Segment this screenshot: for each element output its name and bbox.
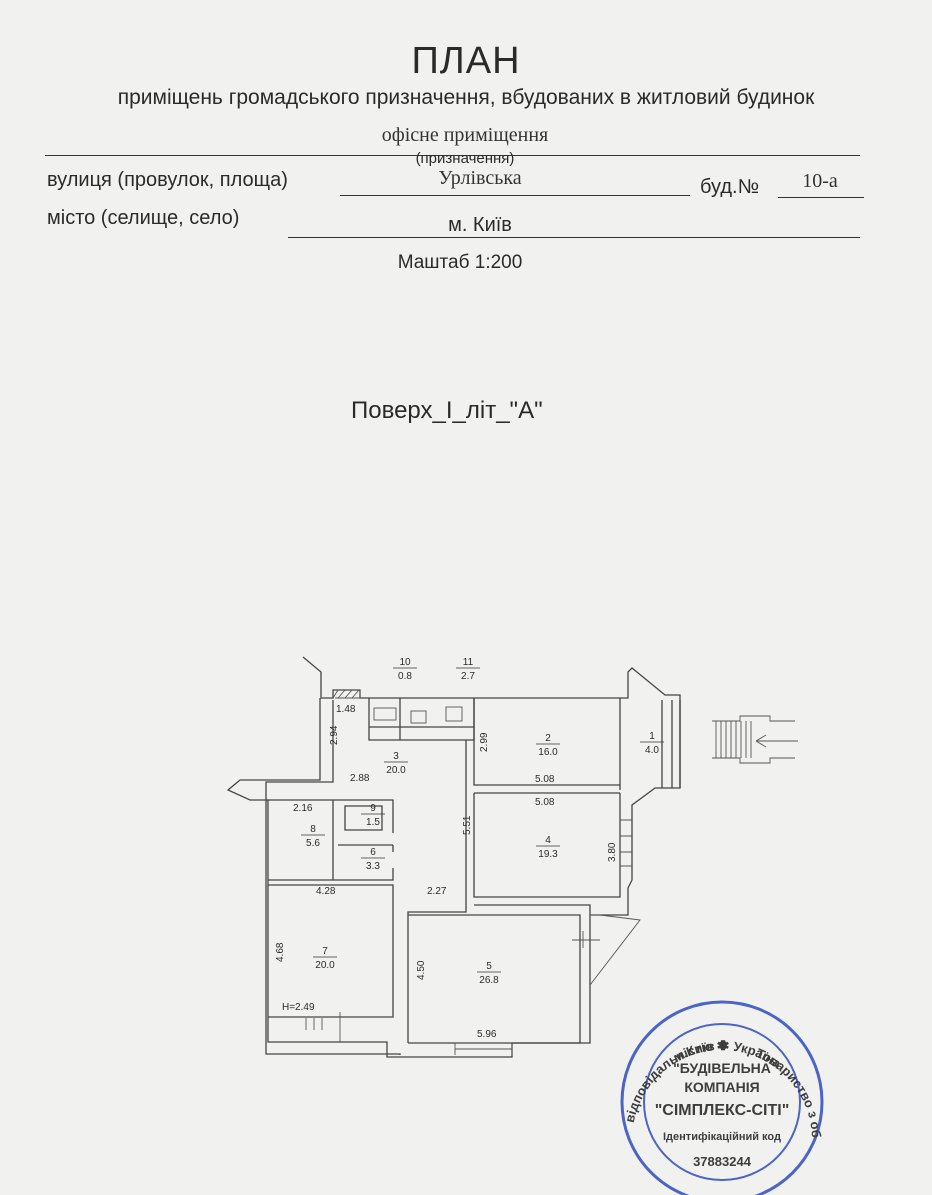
room-7-area: 20.0 [315, 960, 335, 971]
dim-1-48: 1.48 [336, 704, 356, 715]
annex-wall [619, 698, 681, 790]
wc-block [368, 698, 475, 741]
dim-2-88: 2.88 [350, 773, 370, 784]
hatched-wall [332, 689, 361, 699]
document-subtitle: приміщень громадського призначення, вбуд… [117, 86, 815, 109]
stamp-line-5: 37883244 [693, 1154, 752, 1169]
room-9-number: 9 [370, 803, 376, 814]
street-underline [340, 195, 690, 196]
dim-4-50: 4.50 [416, 960, 427, 980]
room-8-area: 5.6 [306, 838, 320, 849]
room-5-wall [408, 914, 581, 1044]
ceiling-height: H=2.49 [282, 1002, 315, 1013]
dim-5-08-b: 5.08 [535, 797, 555, 808]
sink-icon [373, 707, 397, 721]
dim-4-68: 4.68 [275, 942, 286, 962]
room-4-wall [473, 793, 621, 898]
window [454, 1043, 513, 1055]
street-value: Урлівська [438, 167, 522, 189]
purpose-caption: (призначення) [415, 150, 515, 167]
company-stamp: відповідальністю ✱ м.Київ ✱ Україна Това… [0, 0, 824, 1195]
floor-title: Поверх_І_літ_"А" [351, 397, 543, 424]
outer-wall-inner [265, 700, 401, 1055]
dim-2-94: 2.94 [329, 725, 340, 745]
building-underline [778, 197, 864, 198]
room-10-number: 10 [399, 657, 411, 668]
corridor-wall [407, 740, 591, 1043]
stamp-line-4: Ідентифікаційний код [663, 1131, 781, 1143]
purpose-underline [45, 155, 860, 156]
dim-4-28: 4.28 [316, 886, 336, 897]
stamp-line-2: КОМПАНІЯ [684, 1079, 759, 1095]
room-3-number: 3 [393, 751, 399, 762]
street-label: вулиця (провулок, площа) [47, 169, 288, 191]
dim-5-96: 5.96 [477, 1029, 497, 1040]
purpose-value: офісне приміщення [381, 124, 549, 146]
room-9-area: 1.5 [366, 817, 380, 828]
room-4-number: 4 [545, 835, 551, 846]
room-labels: 1 4.0 2 16.0 3 20.0 4 19.3 5 26.8 6 3.3 7 20.0 8 5.6 9 1.… [301, 657, 664, 986]
room-7-number: 7 [322, 946, 328, 957]
room-1-area: 4.0 [645, 745, 659, 756]
svg-text:Товариство з обмеженою: Товариство з обмеженою [0, 0, 824, 1138]
dim-5-08-a: 5.08 [535, 774, 555, 785]
dim-5-51: 5.51 [462, 815, 473, 835]
dim-2-27: 2.27 [427, 886, 447, 897]
dim-3-80: 3.80 [607, 842, 618, 862]
stamp-line-3: "СІМПЛЕКС-СІТІ" [655, 1102, 790, 1119]
sink-icon [445, 706, 463, 722]
room-1-number: 1 [649, 731, 655, 742]
city-label: місто (селище, село) [47, 207, 240, 229]
room-8-number: 8 [310, 824, 316, 835]
toilet-icon [410, 710, 427, 724]
scale-label: Маштаб 1:200 [397, 252, 523, 273]
window [305, 1012, 341, 1042]
room-2-area: 16.0 [538, 747, 558, 758]
room-11-number: 11 [463, 657, 474, 668]
building-value: 10-а [802, 170, 838, 192]
dim-2-99: 2.99 [479, 732, 490, 752]
window [620, 819, 632, 867]
stamp-line-1: "БУДІВЕЛЬНА [673, 1060, 771, 1076]
entrance-stair [712, 715, 798, 764]
room-7-8-wall [268, 799, 394, 881]
room-10-area: 0.8 [398, 671, 412, 682]
room-3-area: 20.0 [386, 765, 406, 776]
room-7-wall [268, 884, 394, 1018]
room-6-9-wall [332, 800, 393, 880]
room-2-wall [473, 698, 620, 794]
room-5-number: 5 [486, 961, 492, 972]
room-4-area: 19.3 [538, 849, 558, 860]
room-2-number: 2 [545, 733, 551, 744]
document-title: ПЛАН [411, 40, 521, 82]
city-underline [288, 237, 860, 238]
room-5-area: 26.8 [479, 975, 499, 986]
dim-2-16: 2.16 [293, 803, 313, 814]
room-11-area: 2.7 [461, 671, 475, 682]
room-6-number: 6 [370, 847, 376, 858]
room-6-area: 3.3 [366, 861, 380, 872]
city-value: м. Київ [448, 214, 512, 236]
balcony [572, 914, 641, 986]
building-label: буд.№ [700, 176, 760, 198]
